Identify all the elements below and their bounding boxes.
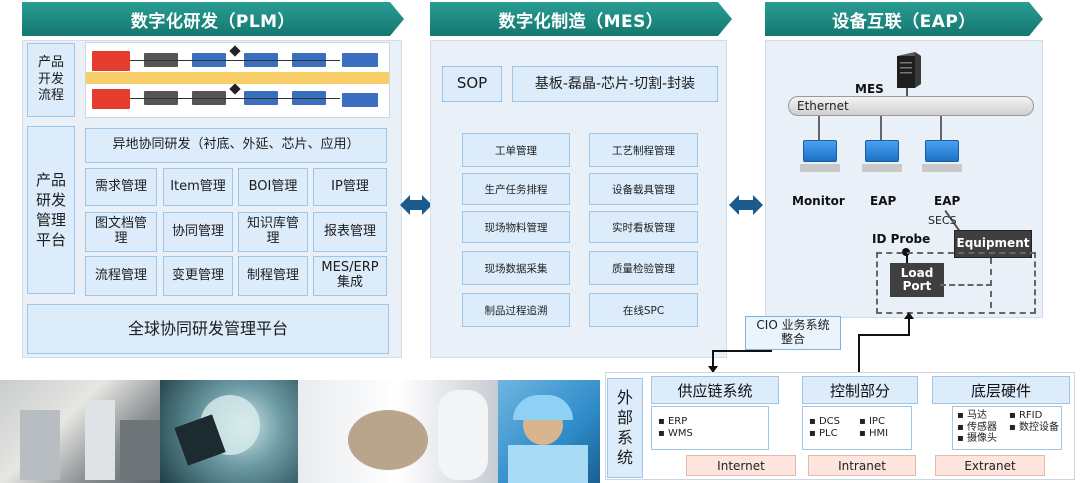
monitor-icon [803,140,837,162]
arrow-down-icon [708,366,718,373]
hardware-item: ▪ 摄像头 [957,433,997,444]
eap-title: 设备互联（EAP） [832,11,976,32]
flow-step [342,53,378,67]
flow-step [342,93,378,107]
secs-label: SECS [928,214,957,227]
mes-module: 现场数据采集 [462,251,570,285]
wafer-tray-photo [160,380,298,483]
plm-module: 图文档管理 [85,212,157,252]
mes-module: 生产任务排程 [462,173,570,205]
plm-module: 需求管理 [85,168,157,206]
plm-module: 协同管理 [163,212,233,252]
node-label-monitor: Monitor [792,194,845,208]
node-label-eap: EAP [870,194,897,208]
supply-chain-title: 供应链系统 [651,376,779,404]
hardware-item: ▪ 传感器 [957,421,997,433]
control-item: ▪ HMI [859,428,889,439]
mes-title: 数字化制造（MES） [498,11,664,32]
eap-computer-icon [925,140,959,162]
internet-label: Internet [686,455,796,476]
mes-module: 质量检验管理 [589,251,698,285]
plm-module: 流程管理 [85,256,157,296]
cleanroom-photo [0,380,160,483]
plm-module: Item管理 [163,168,233,206]
extranet-label: Extranet [935,455,1045,476]
control-item: ▪ IPC [859,416,885,427]
mes-banner: 数字化制造（MES） [430,2,732,36]
supply-chain-box: ▪ ERP ▪ WMS [651,406,769,450]
load-port-box: Load Port [890,263,944,297]
mes-module: 制品过程追溯 [462,293,570,327]
eap-computer-icon [865,140,899,162]
plm-module: 变更管理 [163,256,233,296]
mes-module: 工单管理 [462,133,570,167]
plm-banner: 数字化研发（PLM） [22,2,404,36]
control-item: ▪ DCS [809,416,840,427]
arrow-up-icon [904,312,914,319]
cio-integration: CIO 业务系统整合 [745,316,841,350]
mes-module: 设备载具管理 [589,173,698,205]
control-box: ▪ DCS ▪ PLC ▪ IPC ▪ HMI [802,406,912,450]
mes-module: 在线SPC [589,293,698,327]
ethernet-label: Ethernet [797,99,849,113]
plm-module: IP管理 [313,168,387,206]
server-icon [893,50,921,88]
supply-item: ▪ WMS [658,428,693,439]
id-probe-label: ID Probe [872,232,931,246]
plm-module: 报表管理 [313,212,387,252]
process-flow-diagram [85,42,390,118]
hardware-item: ▪ 马达 [957,410,987,421]
remote-collab-rd: 异地协同研发（衬底、外延、芯片、应用） [85,128,387,163]
bidirectional-arrow-icon [729,190,763,220]
decision-diamond [229,45,241,57]
control-title: 控制部分 [802,376,918,404]
product-rd-platform-label: 产品研发管理平台 [27,126,75,294]
ethernet-bus: Ethernet [788,96,1034,116]
flow-highlight-band [86,72,389,84]
plm-module: 制程管理 [238,256,308,296]
supply-item: ▪ ERP [658,416,688,427]
hardware-title: 底层硬件 [932,376,1070,404]
mes-module: 实时看板管理 [589,211,698,243]
lab-technician-photo [298,380,498,483]
mes-module: 现场物料管理 [462,211,570,243]
plm-title: 数字化研发（PLM） [130,11,296,32]
plm-module: 知识库管理 [238,212,308,252]
hardware-box: ▪ 马达 ▪ 传感器 ▪ 摄像头 ▪ RFID ▪ 数控设备 [952,406,1062,450]
flow-step [92,89,130,109]
intranet-label: Intranet [808,455,916,476]
hardware-item: ▪ 数控设备 [1009,421,1059,433]
mes-module: 工艺制程管理 [589,133,698,167]
control-item: ▪ PLC [809,428,838,439]
flow-step [92,51,130,71]
operator-photo [498,380,600,483]
mes-server-label: MES [855,82,884,96]
process-chain: 基板-磊晶-芯片-切割-封装 [512,66,718,102]
external-systems-label: 外部系统 [607,378,643,478]
product-dev-flow-label: 产品开发流程 [27,43,75,117]
hardware-item: ▪ RFID [1009,410,1043,421]
decision-diamond [229,83,241,95]
equipment-dashed-boundary [876,252,1036,314]
bidirectional-arrow-icon [400,190,432,220]
eap-banner: 设备互联（EAP） [765,2,1043,36]
node-label-eap: EAP [934,194,961,208]
sop-label: SOP [442,66,502,102]
plm-module: MES/ERP集成 [313,256,387,296]
global-collab-platform: 全球协同研发管理平台 [27,304,389,354]
plm-module: BOI管理 [238,168,308,206]
